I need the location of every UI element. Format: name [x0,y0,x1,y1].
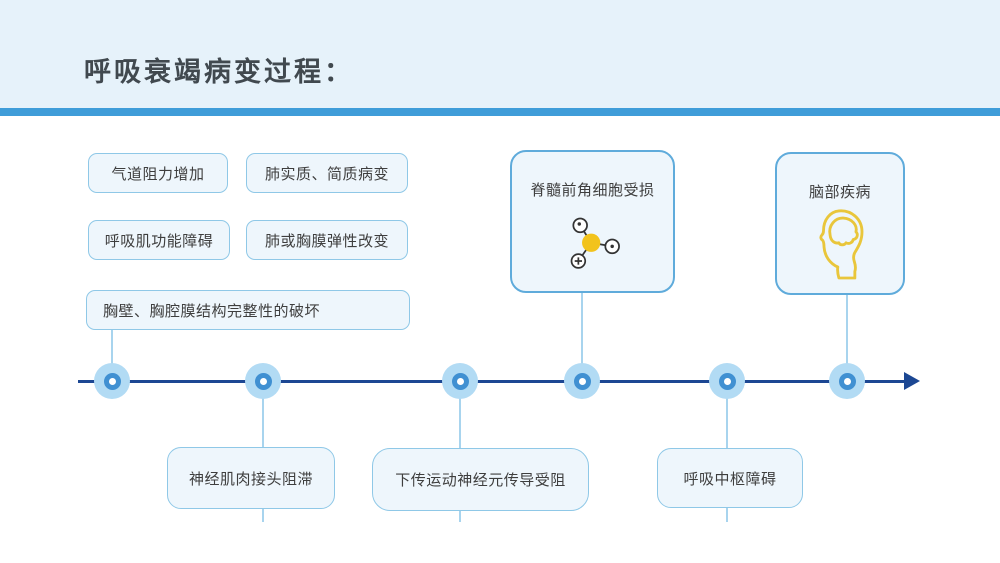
slide-title: 呼吸衰竭病变过程： [84,57,354,87]
box-label: 脑部疾病 [808,184,871,201]
box-chest-wall-integrity: 胸壁、胸腔膜结构完整性的破坏 [86,290,410,330]
brain-outline [828,216,859,247]
timeline-node [564,363,600,399]
head-brain-icon [819,209,864,280]
box-respiratory-muscle: 呼吸肌功能障碍 [88,220,230,260]
timeline-node [709,363,745,399]
box-airway-resistance: 气道阻力增加 [88,153,228,193]
box-label: 胸壁、胸腔膜结构完整性的破坏 [103,302,321,320]
timeline-node [245,363,281,399]
box-label: 气道阻力增加 [111,165,205,183]
timeline-arrow-icon [904,372,920,390]
timeline-node-dot [103,372,121,390]
connector-line [846,294,848,366]
timeline-node-dot [573,372,591,390]
timeline-node [442,363,478,399]
timeline-node-dot [838,372,856,390]
box-brain-disease: 脑部疾病 [775,152,905,295]
box-label: 呼吸肌功能障碍 [104,232,214,250]
header-accent-bar [0,108,1000,116]
box-label: 肺实质、简质病变 [264,165,389,183]
timeline-line [78,380,908,383]
box-pleura-elasticity: 肺或胸膜弹性改变 [246,220,408,260]
timeline-node-dot [451,372,469,390]
timeline-node [829,363,865,399]
molecule-center-atom [581,233,600,252]
timeline-node [94,363,130,399]
molecule-electron-dot [609,244,614,249]
slide-header: 呼吸衰竭病变过程： [0,0,1000,108]
timeline-node-dot [718,372,736,390]
box-spinal-cord-cells: 脊髓前角细胞受损 [510,150,675,293]
box-label: 神经肌肉接头阻滞 [188,470,313,488]
connector-line [581,292,583,366]
box-respiratory-center: 呼吸中枢障碍 [657,448,803,508]
head-outline [819,209,864,280]
box-motor-neuron-conduction: 下传运动神经元传导受阻 [372,448,589,511]
box-label: 脊髓前角细胞受损 [530,182,655,199]
box-label: 肺或胸膜弹性改变 [264,232,389,250]
box-label: 呼吸中枢障碍 [683,470,777,488]
box-label: 下传运动神经元传导受阻 [395,472,566,489]
molecule-icon [570,217,620,269]
box-lung-parenchyma: 肺实质、简质病变 [246,153,408,193]
connector-line [111,330,113,366]
box-neuromuscular-junction: 神经肌肉接头阻滞 [167,447,335,509]
timeline-node-dot [254,372,272,390]
molecule-electron-dot [577,222,581,226]
